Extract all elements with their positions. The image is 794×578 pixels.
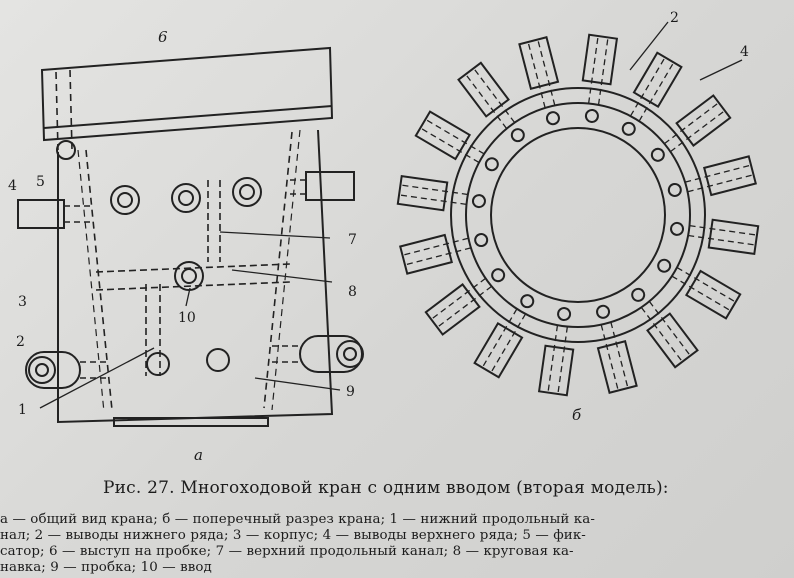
outlet-port — [657, 258, 742, 320]
label-view-b: б — [572, 406, 582, 424]
valve-general-view — [17, 46, 364, 427]
caption-line-3: сатор; 6 — выступ на пробке; 7 — верхний… — [0, 544, 574, 559]
outlet-port — [414, 110, 499, 172]
outlet-port — [473, 294, 535, 379]
figure-27-drawing: 6 5 4 3 2 1 7 8 10 9 а 2 4 б — [8, 10, 760, 464]
caption-title: Рис. 27. Многоходовой кран с одним вводо… — [103, 478, 669, 498]
label-view-a: а — [194, 446, 203, 464]
figure-caption: Рис. 27. Многоходовой кран с одним вводо… — [0, 478, 794, 578]
outlet-port — [537, 307, 575, 397]
outlet-port — [424, 268, 506, 336]
label-2-left: 2 — [16, 334, 25, 350]
outlet-port — [670, 218, 760, 256]
label-5: 5 — [36, 174, 45, 190]
label-9: 9 — [346, 384, 355, 400]
label-7: 7 — [348, 232, 357, 248]
outlet-port — [631, 287, 699, 369]
outlet-port — [650, 94, 732, 162]
outlet-port — [457, 61, 525, 143]
caption-line-2: нал; 2 — выводы нижнего ряда; 3 — корпус… — [0, 528, 586, 543]
valve-cross-section — [396, 21, 760, 397]
label-2-top: 2 — [670, 10, 679, 26]
outlet-port — [667, 155, 757, 197]
outlet-port — [596, 304, 638, 394]
label-10: 10 — [178, 310, 196, 326]
outlet-port — [399, 233, 489, 275]
label-6: 6 — [158, 28, 168, 46]
outlet-port — [396, 174, 486, 212]
caption-line-4: навка; 9 — пробка; 10 — ввод — [0, 560, 212, 575]
outlet-port — [621, 51, 683, 136]
label-3: 3 — [18, 294, 27, 310]
caption-line-1: а — общий вид крана; б — поперечный разр… — [0, 512, 595, 527]
label-8: 8 — [348, 284, 357, 300]
outlet-port — [518, 36, 560, 126]
label-4-right: 4 — [740, 44, 749, 60]
label-1: 1 — [18, 402, 27, 418]
label-4-left: 4 — [8, 178, 17, 194]
outlet-port — [581, 33, 619, 123]
